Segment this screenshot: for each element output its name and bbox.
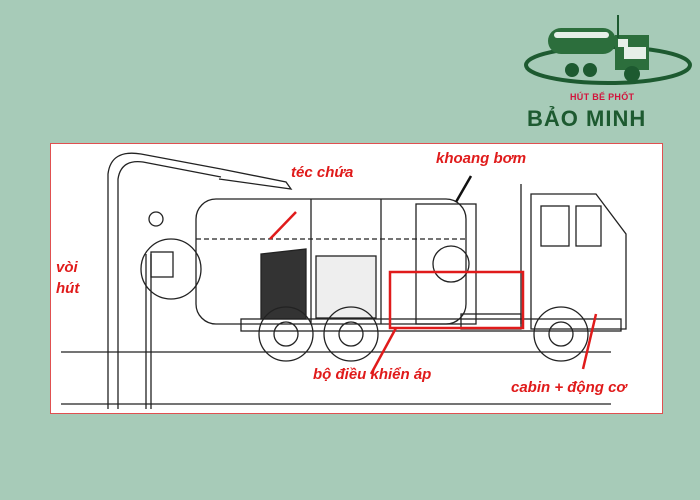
label-hose-line1: vòi	[56, 259, 78, 276]
label-pump-compartment: khoang bơm	[436, 150, 527, 167]
logo-subtitle: HÚT BỂ PHỐT	[570, 92, 635, 102]
tanker-truck-logo-icon	[524, 15, 692, 85]
vacuum-truck-drawing	[61, 152, 627, 409]
label-pressure-controller: bộ điều khiển áp	[313, 366, 432, 383]
label-cabin-engine: cabin + động cơ	[511, 379, 627, 396]
label-tank: téc chứa	[291, 164, 354, 181]
truck-diagram: téc chứa khoang bơm vòi hút bộ điều khiể…	[50, 143, 663, 414]
logo: HÚT BỂ PHỐT BẢO MINH	[520, 10, 695, 135]
label-hose-line2: hút	[56, 280, 80, 297]
logo-title: BẢO MINH	[527, 106, 647, 131]
